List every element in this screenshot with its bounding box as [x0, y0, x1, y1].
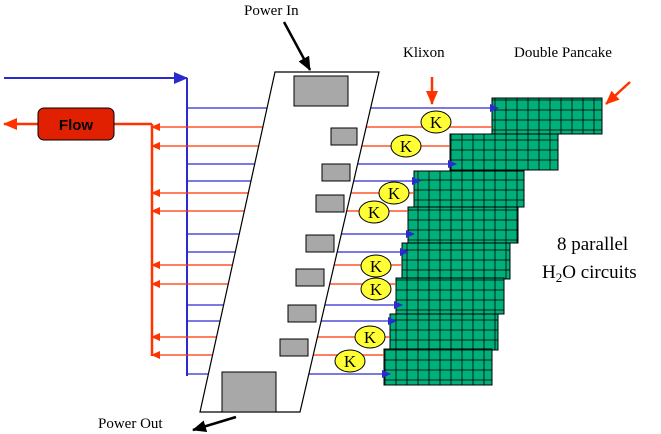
lead-block-6 — [287, 304, 317, 323]
klixon-5-label: K — [370, 257, 383, 276]
klixon-6-label: K — [370, 280, 383, 299]
double-pancake-arrow — [605, 81, 631, 105]
double-pancake-coil-stack — [383, 97, 603, 386]
klixon-2: K — [390, 134, 422, 158]
klixon-7-label: K — [364, 328, 377, 347]
power-out-arrow — [192, 415, 237, 432]
flow-meter: Flow — [37, 107, 115, 141]
klixon-8: K — [334, 349, 366, 373]
power-in-arrow — [282, 21, 312, 71]
pancake-1 — [491, 97, 603, 135]
lead-block-1 — [330, 127, 358, 146]
klixon-7: K — [354, 325, 386, 349]
klixon-5: K — [360, 254, 392, 278]
pancake-4 — [407, 206, 519, 244]
pancake-8 — [383, 348, 493, 386]
lead-block-7 — [279, 338, 309, 357]
klixon-4: K — [358, 200, 390, 224]
klixon-4-label: K — [368, 203, 381, 222]
lead-block-4 — [305, 234, 335, 253]
flow-label: Flow — [59, 117, 93, 134]
klixon-1: K — [420, 110, 452, 134]
klixon-2-label: K — [400, 137, 413, 156]
circuits-o: O circuits — [562, 262, 636, 283]
lead-block-3 — [315, 194, 345, 213]
power-out-block — [221, 371, 277, 413]
klixon-3: K — [378, 181, 410, 205]
lead-board-outline — [199, 71, 380, 413]
power-out-label: Power Out — [98, 416, 163, 432]
lead-block-5 — [295, 268, 325, 287]
current-lead-board — [199, 71, 380, 413]
pancake-5 — [401, 242, 511, 280]
pancake-2 — [449, 133, 559, 171]
lead-block-2 — [321, 163, 351, 182]
circuits-h: H — [542, 262, 556, 283]
power-in-label: Power In — [244, 3, 299, 19]
power-in-block — [293, 75, 349, 107]
pancake-6 — [395, 277, 505, 315]
klixon-label: Klixon — [403, 45, 445, 61]
klixon-6: K — [360, 277, 392, 301]
circuits-label-line1: 8 parallel — [557, 234, 628, 255]
circuits-subscript: 2 — [556, 270, 563, 285]
circuits-label-line2: H2O circuits — [542, 262, 637, 285]
klixon-1-label: K — [430, 113, 443, 132]
klixon-8-label: K — [344, 352, 357, 371]
double-pancake-label: Double Pancake — [514, 45, 612, 61]
pancake-3 — [413, 170, 525, 208]
annotation-arrows — [192, 21, 631, 432]
flow-box — [37, 107, 115, 141]
klixon-3-label: K — [388, 184, 401, 203]
pancake-7 — [389, 313, 499, 351]
klixons: K K K K K K K K — [334, 110, 452, 373]
